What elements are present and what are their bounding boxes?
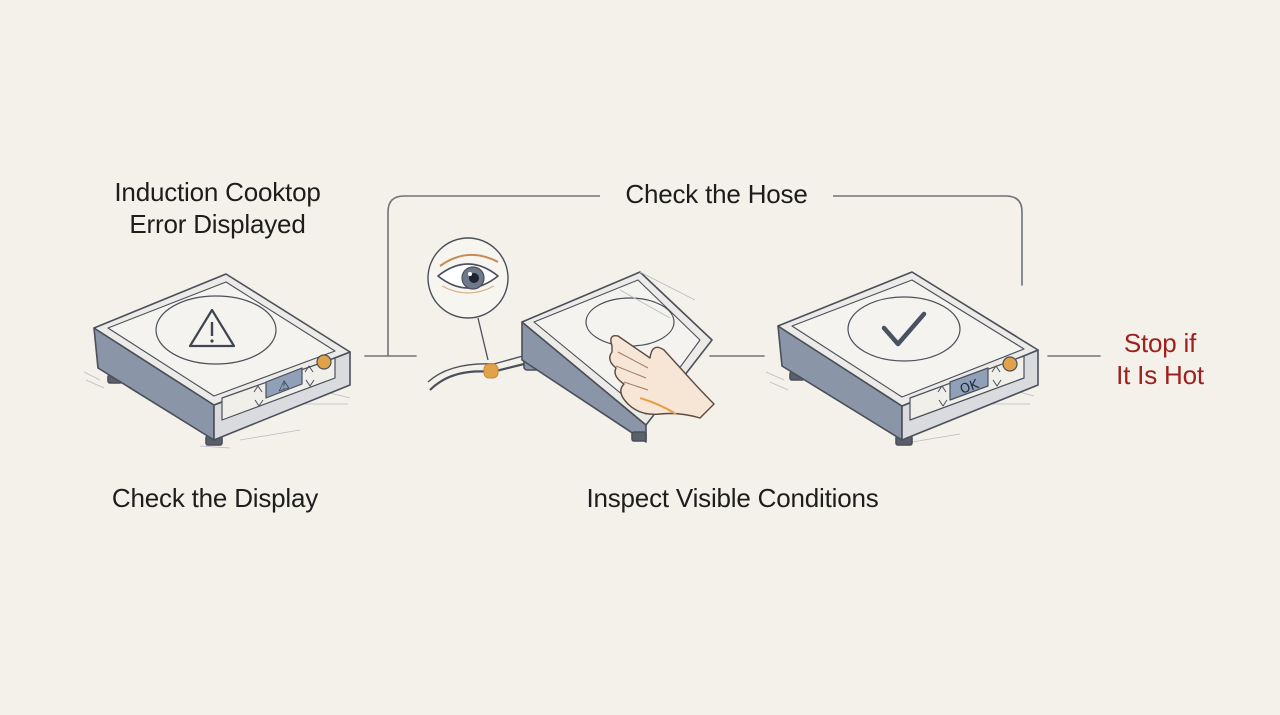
display-screen-ok xyxy=(949,367,989,401)
label-error-line2: Error Displayed xyxy=(129,209,306,239)
knob-icon xyxy=(316,354,332,370)
display-screen-error-text: ⚠ xyxy=(278,377,290,395)
label-stop-line2: It Is Hot xyxy=(1116,360,1204,390)
hand-icon xyxy=(609,335,715,419)
warning-icon xyxy=(188,308,236,348)
inspect-illustration xyxy=(427,237,715,443)
knob-icon-right xyxy=(1002,356,1018,372)
arrow-down-icon xyxy=(254,399,264,407)
label-check-hose: Check the Hose xyxy=(600,178,833,210)
label-stop-if-hot: Stop if It Is Hot xyxy=(1090,327,1230,391)
cooktop-ok: OK xyxy=(765,271,1039,446)
label-stop-line1: Stop if xyxy=(1123,328,1197,358)
label-check-display: Check the Display xyxy=(111,483,319,513)
hose xyxy=(429,360,533,391)
label-inspect-conditions: Inspect Visible Conditions xyxy=(586,483,879,513)
cooktop-error: ⚠ xyxy=(83,273,351,449)
checkmark-icon xyxy=(881,311,927,347)
hose-connection-highlight xyxy=(483,363,499,379)
eye-icon xyxy=(437,253,499,294)
label-error-line1: Induction Cooktop xyxy=(114,177,321,207)
arrow-up-icon xyxy=(253,385,263,393)
display-screen-ok-text: OK xyxy=(958,377,981,398)
label-error-displayed: Induction Cooktop Error Displayed xyxy=(60,176,375,240)
display-screen-error xyxy=(265,367,303,399)
connector-hose-bracket xyxy=(387,195,1023,356)
connectors xyxy=(364,195,1101,357)
